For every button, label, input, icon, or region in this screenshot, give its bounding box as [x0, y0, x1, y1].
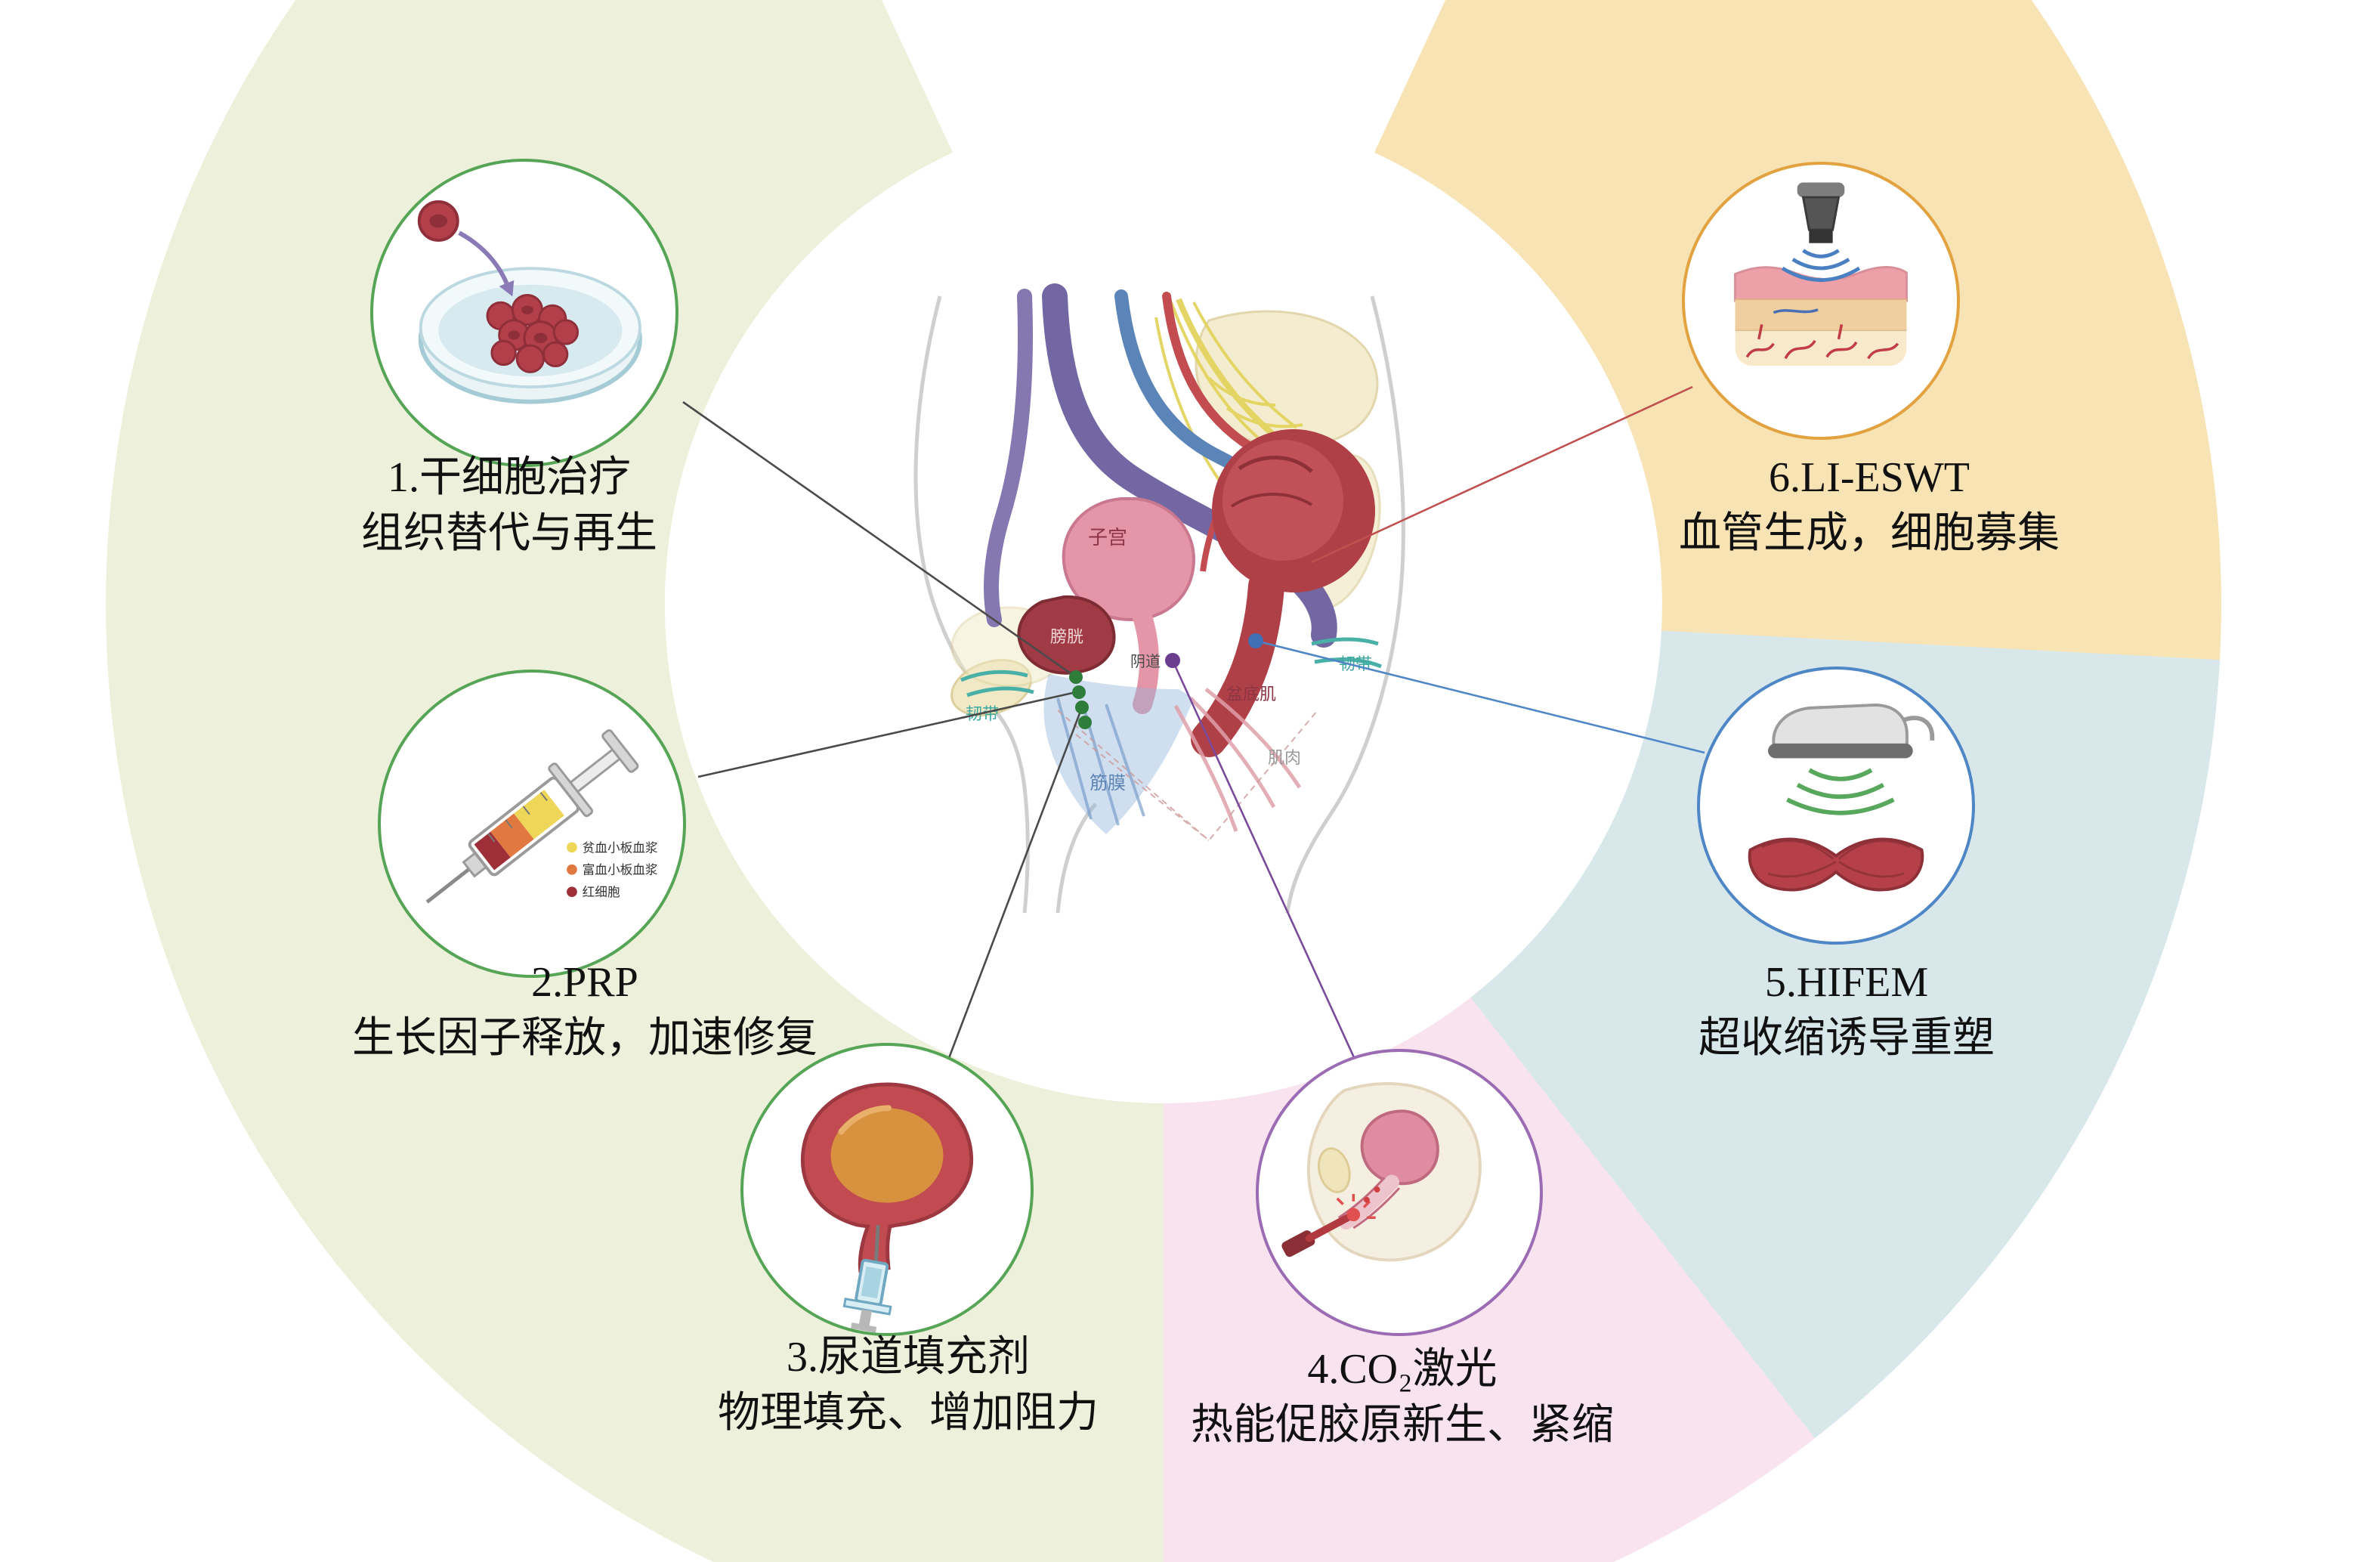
rbc-legend-label: 红细胞 — [583, 885, 620, 899]
treatment-title: 3.尿道填充剂 — [786, 1335, 1030, 1381]
pelvic-floor-label: 盆底肌 — [1226, 685, 1276, 704]
fascia-label: 筋膜 — [1090, 773, 1126, 793]
probe-body — [1801, 196, 1841, 231]
shockwave-icon — [1781, 249, 1861, 282]
treatment-subtitle: 超收缩诱导重塑 — [1698, 1016, 1995, 1062]
bladder-label: 膀胱 — [1050, 627, 1083, 646]
li-eswt-circle — [1682, 162, 1960, 440]
probe-cap — [1797, 182, 1845, 198]
hifem-device-icon — [1748, 703, 1935, 892]
magnetic-wave-icon — [1786, 768, 1895, 815]
pelvic-floor-muscle — [1057, 688, 1318, 842]
prp-circle: 贫血小板血浆 富血小板血浆 红细胞 — [378, 670, 686, 978]
skin-layer-dermis — [1735, 299, 1907, 331]
urethral-bulking-label: 3.尿道填充剂 物理填充、增加阻力 — [606, 1330, 1210, 1442]
connector-hifem — [1255, 639, 1705, 754]
connector-prp — [697, 691, 1077, 778]
co2-laser-label: 4.CO₂激光 热能促胶原新生、紧缩 — [1100, 1342, 1705, 1454]
pelvic-anatomy-illustration: 子宫 膀胱 阴道 韧带 韧带 盆底肌 肌肉 筋膜 — [913, 283, 1405, 914]
blood-vessels-icon — [1745, 323, 1899, 360]
skin-layer-subcutis — [1735, 330, 1907, 367]
connector-stem-cell — [682, 401, 1077, 679]
treatment-title: 2.PRP — [531, 960, 638, 1007]
prp-layers-legend: 贫血小板血浆 富血小板血浆 红细胞 — [567, 840, 658, 899]
ppp-legend-label: 贫血小板血浆 — [583, 840, 658, 855]
probe-tip — [1809, 230, 1833, 243]
vagina-label: 阴道 — [1130, 653, 1161, 670]
stem-cell-therapy-circle — [370, 159, 678, 467]
eswt-probe-icon — [1734, 182, 1908, 367]
uterus-label: 子宫 — [1088, 527, 1127, 549]
stem-cell-therapy-label: 1.干细胞治疗 组织替代与再生 — [207, 450, 811, 562]
prp-legend-dot — [567, 864, 577, 875]
muscle-band-icon — [1748, 837, 1924, 892]
connector-lines — [682, 385, 1705, 1065]
ppp-legend-dot — [567, 842, 577, 853]
prp-label: 2.PRP 生长因子释放，加速修复 — [283, 955, 887, 1067]
injection-point-markers — [1069, 633, 1263, 729]
hifem-label: 5.HIFEM 超收缩诱导重塑 — [1544, 955, 2149, 1067]
connector-bulking — [947, 707, 1083, 1059]
connector-co2-laser — [1171, 660, 1358, 1065]
ligament-lines — [960, 637, 1382, 697]
hifem-circle — [1697, 667, 1975, 945]
prp-legend-label: 富血小板血浆 — [583, 863, 658, 877]
treatment-title: 1.干细胞治疗 — [387, 455, 631, 502]
injection-syringe-icon — [842, 1224, 892, 1333]
laser-burst-icon — [1336, 1193, 1376, 1220]
petri-dish-icon — [417, 200, 642, 404]
connector-li-eswt — [1311, 385, 1693, 564]
treatment-title: 5.HIFEM — [1764, 960, 1929, 1007]
bladder-injection-icon — [800, 1082, 974, 1333]
treatment-title: 4.CO₂激光 — [1307, 1347, 1498, 1393]
prp-syringe-icon: 贫血小板血浆 富血小板血浆 红细胞 — [425, 729, 658, 904]
muscle-label: 肌肉 — [1268, 748, 1301, 767]
transfer-arrow-icon — [458, 230, 509, 284]
co2-laser-icon — [1281, 1081, 1482, 1262]
treatment-subtitle: 热能促胶原新生、紧缩 — [1190, 1403, 1614, 1449]
treatment-subtitle: 生长因子释放，加速修复 — [351, 1016, 818, 1062]
ligament-label-right: 韧带 — [1339, 654, 1372, 673]
pelvic-vessels — [984, 283, 1337, 648]
treatment-subtitle: 血管生成，细胞募集 — [1678, 511, 2060, 558]
treatment-subtitle: 组织替代与再生 — [360, 511, 657, 558]
li-eswt-label: 6.LI-ESWT 血管生成，细胞募集 — [1567, 450, 2171, 562]
skin-layer-epidermis — [1734, 266, 1908, 302]
co2-laser-circle — [1256, 1049, 1543, 1336]
treatment-title: 6.LI-ESWT — [1769, 455, 1970, 502]
rbc-legend-dot — [567, 886, 577, 898]
urethral-bulking-circle — [740, 1043, 1034, 1336]
uterus-shape — [1062, 497, 1196, 714]
fascia-region — [1043, 674, 1194, 834]
treatment-subtitle: 物理填充、增加阻力 — [717, 1390, 1099, 1437]
segment-blue-hifem — [1470, 630, 2220, 1439]
